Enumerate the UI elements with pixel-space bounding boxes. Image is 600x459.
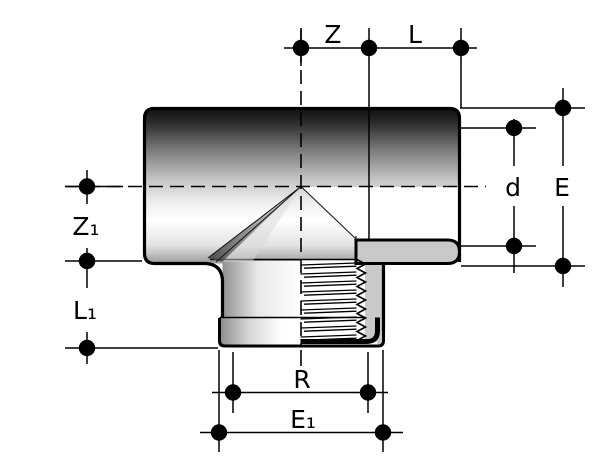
branch-body — [222, 261, 302, 318]
dot-top-1 — [292, 39, 310, 57]
branch-left-outline — [205, 261, 225, 317]
dot-e1-left — [210, 424, 228, 441]
thread-crest-zigzag — [355, 258, 368, 342]
thread-lines — [300, 262, 357, 341]
dot-d-bottom — [505, 237, 523, 255]
section-bell-wall — [377, 318, 384, 344]
dim-label-z1: Z₁ — [72, 212, 99, 241]
dot-r-right — [359, 384, 377, 401]
dim-label-l1: L₁ — [73, 296, 97, 325]
dim-label-e1: E₁ — [290, 405, 316, 434]
cone-shadow-light — [222, 186, 301, 262]
dimension-dots — [78, 39, 572, 441]
ext-d — [461, 127, 536, 247]
centerlines — [65, 28, 486, 366]
bell-outline — [218, 318, 385, 348]
dim-label-l: L — [408, 20, 422, 49]
section-run-wall — [354, 238, 462, 265]
dot-e-bottom — [554, 257, 572, 275]
thread-hatching — [300, 258, 368, 342]
dot-e-top — [554, 99, 572, 117]
fitting-body — [142, 106, 462, 348]
dim-label-e: E — [554, 173, 570, 202]
dim-label-r: R — [293, 365, 310, 394]
dot-left-3 — [78, 339, 96, 357]
dot-left-1 — [78, 178, 96, 195]
cone-shadow-dark — [208, 186, 301, 262]
dot-left-2 — [78, 252, 96, 270]
section-interior — [301, 187, 458, 241]
cone-lines — [207, 186, 357, 263]
dot-top-2 — [360, 39, 378, 57]
ticks-r — [232, 352, 369, 413]
dot-d-top — [505, 119, 523, 137]
bell-inner-band — [300, 317, 380, 344]
dimension-labels: Z L Z₁ L₁ d E R E₁ — [72, 20, 569, 434]
dot-top-3 — [452, 39, 470, 57]
dot-r-left — [224, 384, 242, 401]
run-outline — [142, 106, 462, 266]
dim-label-d: d — [505, 173, 521, 202]
dot-e1-right — [374, 424, 392, 441]
dim-label-z: Z — [324, 20, 341, 49]
